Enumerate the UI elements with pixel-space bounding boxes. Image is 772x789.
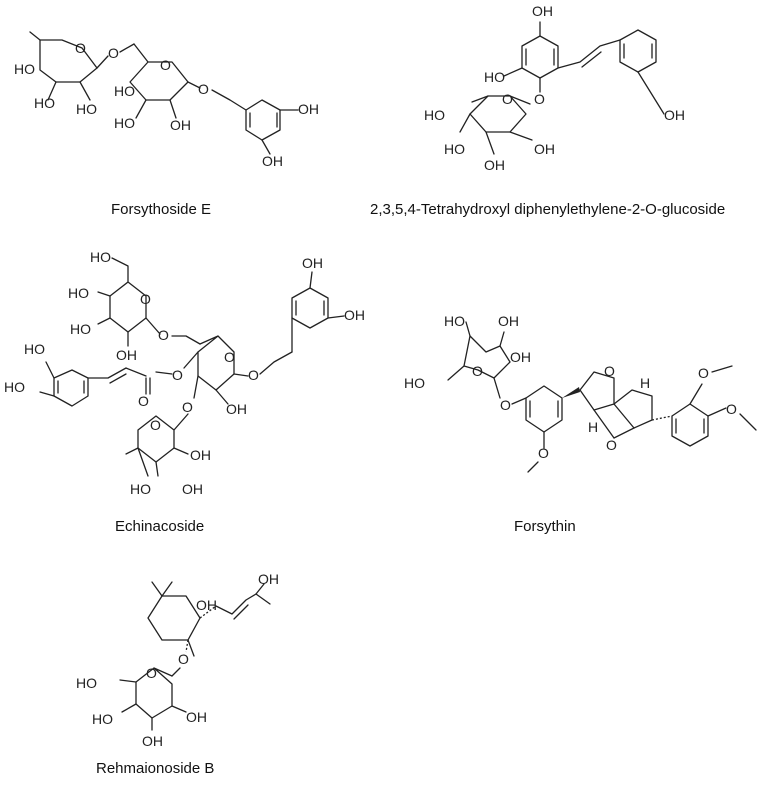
atom-label: HO	[114, 83, 135, 99]
atom-label: O	[146, 665, 157, 681]
atom-label: OH	[196, 597, 217, 613]
atom-label: O	[502, 91, 513, 107]
atom-label: O	[538, 445, 549, 461]
atom-label: OH	[258, 571, 279, 587]
atom-label: HO	[444, 141, 465, 157]
atom-label: O	[140, 291, 151, 307]
caption-forsythoside-e: Forsythoside E	[111, 201, 212, 218]
atom-label: HO	[70, 321, 91, 337]
atom-label: O	[726, 401, 737, 417]
structure-forsythin: HO OH OH O HO O O O O H H O	[404, 313, 757, 473]
atom-label: OH	[498, 313, 519, 329]
atom-label: O	[182, 399, 193, 415]
caption-stilbene-glucoside: 2,3,5,4-Tetrahydroxyl diphenylethylene-2…	[370, 201, 726, 218]
atom-label: OH	[186, 709, 207, 725]
atom-label: OH	[664, 107, 685, 123]
atom-label: O	[500, 397, 511, 413]
atom-label: O	[472, 363, 483, 379]
atom-label: O	[172, 367, 183, 383]
atom-label: OH	[510, 349, 531, 365]
atom-label: OH	[298, 101, 319, 117]
atom-label: O	[158, 327, 169, 343]
atom-label: O	[698, 365, 709, 381]
atom-label: H	[588, 419, 598, 435]
atom-label: HO	[92, 711, 113, 727]
atom-label: OH	[116, 347, 137, 363]
atom-label: HO	[484, 69, 505, 85]
atom-label: O	[150, 417, 161, 433]
structure-echinacoside: HO O HO HO OH O O O OH O O O HO	[4, 249, 365, 497]
atom-label: OH	[190, 447, 211, 463]
atom-label: O	[108, 45, 119, 61]
atom-label: OH	[170, 117, 191, 133]
atom-label: HO	[424, 107, 445, 123]
caption-rehmaionoside-b: Rehmaionoside B	[96, 760, 215, 777]
atom-label: HO	[34, 95, 55, 111]
atom-label: OH	[142, 733, 163, 749]
atom-label: HO	[68, 285, 89, 301]
atom-label: OH	[182, 481, 203, 497]
atom-label: O	[534, 91, 545, 107]
atom-label: HO	[4, 379, 25, 395]
atom-label: O	[198, 81, 209, 97]
atom-label: O	[224, 349, 235, 365]
atom-label: O	[160, 57, 171, 73]
atom-label: O	[606, 437, 617, 453]
caption-forsythin: Forsythin	[514, 518, 576, 535]
atom-label: HO	[24, 341, 45, 357]
atom-label: HO	[14, 61, 35, 77]
atom-label: OH	[484, 157, 505, 173]
atom-label: OH	[262, 153, 283, 169]
atom-label: OH	[302, 255, 323, 271]
atom-label: HO	[76, 675, 97, 691]
atom-label: O	[75, 40, 86, 56]
atom-label: H	[640, 375, 650, 391]
atom-label: O	[178, 651, 189, 667]
atom-label: OH	[534, 141, 555, 157]
atom-label: O	[138, 393, 149, 409]
atom-label: O	[604, 363, 615, 379]
atom-label: HO	[90, 249, 111, 265]
structure-stilbene-glucoside: OH HO O OH O HO HO OH OH	[424, 3, 685, 173]
atom-label: HO	[444, 313, 465, 329]
atom-label: HO	[76, 101, 97, 117]
caption-echinacoside: Echinacoside	[115, 518, 205, 535]
atom-label: OH	[226, 401, 247, 417]
atom-label: HO	[114, 115, 135, 131]
atom-label: OH	[532, 3, 553, 19]
atom-label: HO	[404, 375, 425, 391]
atom-label: HO	[130, 481, 151, 497]
structure-rehmaionoside-b: OH OH O O HO HO OH OH	[76, 571, 279, 749]
atom-label: OH	[344, 307, 365, 323]
structure-forsythoside-e: O HO HO HO O O HO HO OH O OH OH	[14, 31, 319, 169]
atom-label: O	[248, 367, 259, 383]
